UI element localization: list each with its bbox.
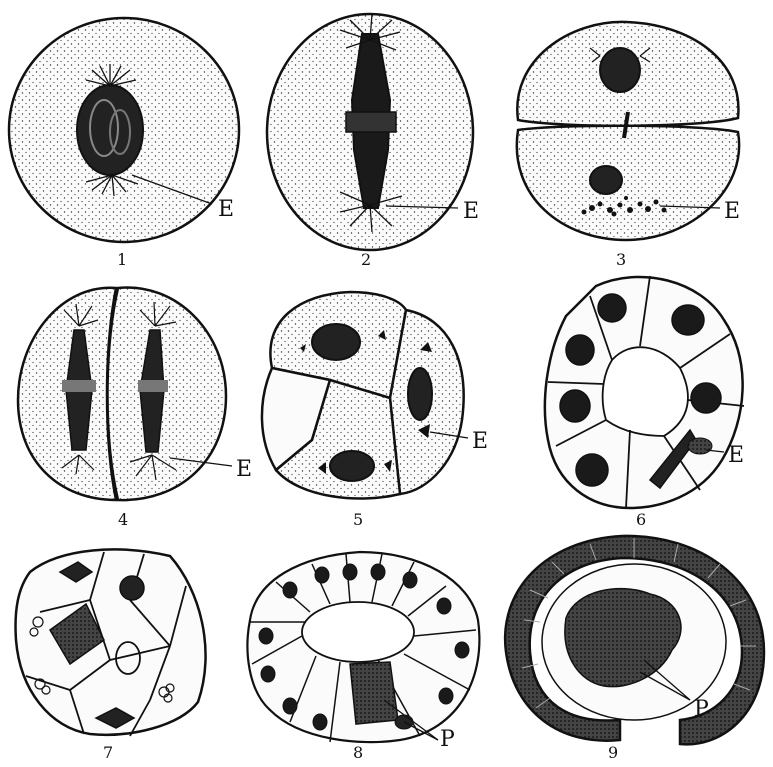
plate — [62, 380, 96, 392]
morula-outline — [16, 549, 206, 734]
panel-number: 9 — [608, 743, 618, 762]
nucleus — [408, 368, 432, 420]
panel-9: P 9 — [505, 536, 764, 762]
panel-5: E 5 — [262, 292, 488, 529]
panel-label: E — [236, 457, 252, 482]
dividing-cell — [350, 662, 398, 724]
nucleus — [590, 166, 622, 194]
panel-number: 1 — [117, 250, 127, 269]
panel-7: 7 — [16, 549, 206, 762]
panel-3: E 3 — [517, 22, 740, 269]
cell-right — [108, 288, 227, 501]
plate — [138, 380, 168, 392]
panel-label: P — [694, 697, 709, 722]
nucleus — [312, 324, 360, 360]
nucleus — [600, 48, 640, 92]
panel-number: 5 — [353, 510, 363, 529]
aster — [688, 438, 712, 454]
panel-label: E — [724, 199, 740, 224]
panel-number: 3 — [616, 250, 626, 269]
panel-label: P — [440, 727, 455, 752]
panel-4: E 4 — [18, 288, 252, 529]
panel-label: E — [463, 199, 479, 224]
nucleus — [330, 451, 374, 481]
panel-label: E — [728, 443, 744, 468]
panel-number: 4 — [118, 510, 128, 529]
panel-8: P 8 — [247, 552, 479, 762]
nucleus — [120, 576, 144, 600]
cell-bottom — [517, 126, 739, 240]
panel-1: E 1 — [9, 18, 239, 269]
panel-6: E 6 — [545, 276, 744, 529]
panel-number: 7 — [103, 743, 113, 762]
panel-number: 8 — [353, 743, 363, 762]
blastocoel — [302, 602, 414, 662]
panel-2: E 2 — [267, 14, 479, 269]
panel-label: E — [472, 429, 488, 454]
panel-number: 2 — [361, 250, 371, 269]
metaphase-plate — [346, 112, 396, 132]
panel-number: 6 — [636, 510, 646, 529]
panel-label: E — [218, 197, 234, 222]
